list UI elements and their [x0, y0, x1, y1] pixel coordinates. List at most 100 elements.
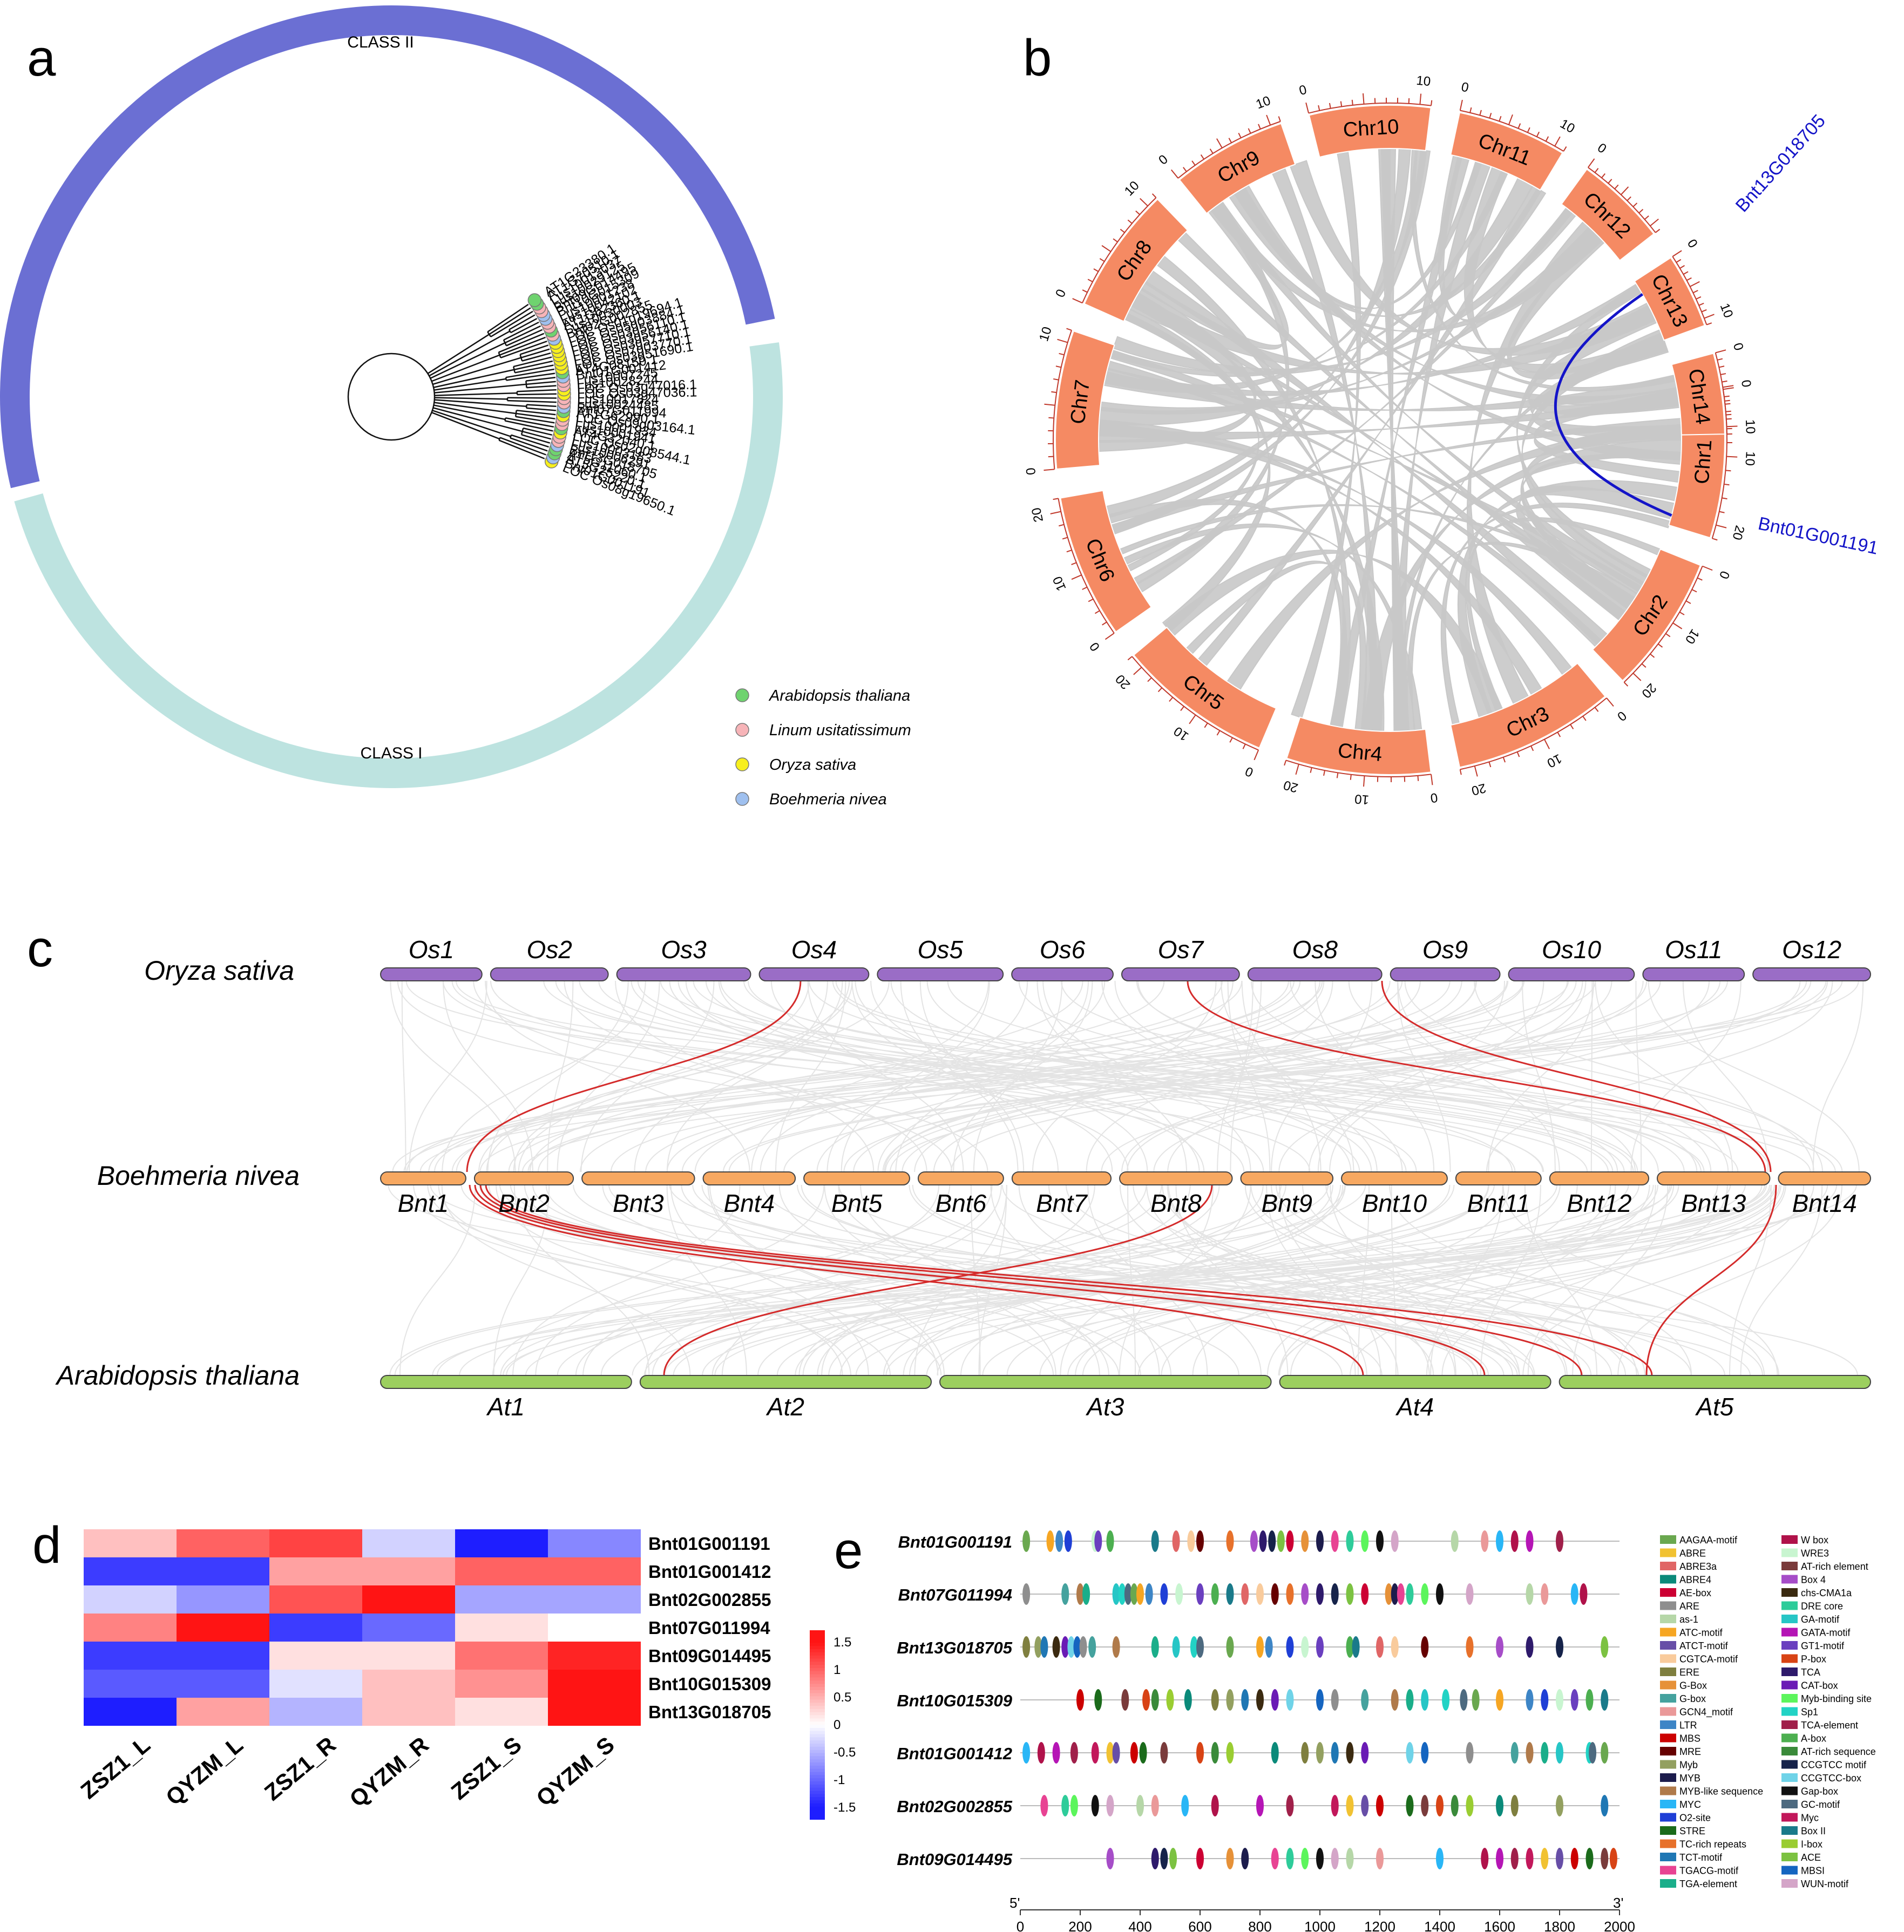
synteny-line — [1330, 1184, 1456, 1376]
at-chromosome-bar — [639, 1375, 932, 1389]
chromosome-tick — [1351, 99, 1353, 105]
bnt-chromosome-label: Bnt2 — [498, 1189, 550, 1217]
motif-mark — [1460, 1689, 1468, 1711]
chromosome-tick — [1242, 743, 1246, 749]
motif-legend-swatch — [1660, 1879, 1676, 1888]
synteny-line — [712, 1184, 1286, 1376]
legend-swatch — [810, 1816, 825, 1820]
chromosome-label: Chr1 — [1691, 439, 1717, 485]
synteny-line — [1114, 980, 1403, 1172]
synteny-line — [1488, 980, 1595, 1172]
tree-branch — [514, 364, 554, 374]
tree-branch — [506, 329, 543, 347]
chromosome-segment — [1450, 112, 1563, 191]
legend-swatch — [810, 1630, 825, 1634]
motif-legend-swatch — [1781, 1588, 1798, 1597]
motif-mark — [1496, 1636, 1503, 1658]
motif-legend-swatch — [1781, 1628, 1798, 1637]
synteny-line — [1290, 980, 1712, 1172]
chromosome-tick — [1594, 168, 1599, 173]
motif-legend-swatch — [1781, 1839, 1798, 1848]
chromosome-tick — [1258, 124, 1261, 130]
chromosome-tick-label: 20 — [1470, 781, 1488, 798]
motif-legend-label: GC-motif — [1801, 1799, 1840, 1810]
synteny-line — [615, 980, 875, 1172]
chromosome-tick — [1183, 167, 1187, 172]
os-chromosome-bar — [1508, 967, 1635, 981]
chromosome-tick — [1318, 105, 1320, 111]
synteny-line — [1119, 1184, 1214, 1376]
synteny-line — [884, 980, 1421, 1172]
motif-mark — [1040, 1795, 1048, 1816]
synteny-line — [1317, 980, 1506, 1172]
chromosome-tick — [1053, 498, 1059, 500]
tree-branch — [498, 333, 545, 353]
at-chromosome-bar — [380, 1375, 632, 1389]
motif-mark — [1466, 1795, 1474, 1816]
bnt-chromosome-bar — [380, 1171, 466, 1185]
motif-mark — [1376, 1530, 1384, 1552]
os-chromosome-bar — [1642, 967, 1745, 981]
motif-mark — [1226, 1530, 1234, 1552]
highlighted-synteny-line — [663, 1184, 1213, 1376]
motif-mark — [1271, 1742, 1279, 1764]
heatmap-cell — [362, 1529, 455, 1557]
chromosome-tick — [1066, 328, 1072, 331]
os-chromosome-label: Os7 — [1158, 936, 1204, 964]
legend-swatch — [810, 1680, 825, 1685]
axis-tick-label: 200 — [1068, 1919, 1092, 1932]
chromosome-tick-axis — [1308, 103, 1432, 114]
bnt-chromosome-label: Bnt8 — [1150, 1189, 1202, 1217]
synteny-line — [709, 1184, 945, 1376]
heatmap-cell — [455, 1614, 548, 1642]
synteny-line — [645, 980, 1451, 1172]
motif-mark — [1331, 1848, 1339, 1869]
panel-c-synteny: c Oryza sativa Boehmeria nivea Arabidops… — [27, 920, 1872, 1421]
motif-mark — [1421, 1636, 1429, 1658]
synteny-line — [401, 980, 406, 1172]
tree-branch — [487, 331, 492, 337]
motif-mark — [1037, 1742, 1045, 1764]
motif-mark — [1601, 1636, 1609, 1658]
tree-branch — [434, 399, 527, 407]
motif-legend-label: O2-site — [1679, 1813, 1711, 1823]
motif-mark — [1526, 1689, 1534, 1711]
legend-tick-label: -1.5 — [834, 1800, 856, 1815]
motif-mark — [1601, 1795, 1609, 1816]
motif-mark — [1331, 1530, 1339, 1552]
heatmap-cell — [177, 1698, 269, 1726]
motif-mark — [1196, 1636, 1204, 1658]
synteny-line — [1121, 980, 1612, 1172]
synteny-line — [557, 980, 660, 1172]
synteny-line — [1137, 1184, 1781, 1376]
motif-mark — [1570, 1848, 1578, 1869]
motif-mark — [1061, 1583, 1069, 1605]
chromosome-tick — [1216, 730, 1221, 736]
motif-mark — [1052, 1742, 1060, 1764]
heatmap-cell — [177, 1642, 269, 1670]
synteny-line — [406, 980, 1295, 1172]
chromosome-tick-label: 0 — [1730, 341, 1746, 352]
tree-branch — [505, 368, 554, 378]
legend-swatch — [810, 1794, 825, 1798]
motif-mark — [1556, 1848, 1563, 1869]
heatmap-cell — [177, 1614, 269, 1642]
motif-mark — [1190, 1636, 1198, 1658]
heatmap-cell — [548, 1557, 641, 1585]
synteny-line — [1250, 980, 1636, 1172]
class-i-label: CLASS I — [360, 744, 422, 762]
synteny-line — [853, 980, 1568, 1172]
tree-branch — [431, 354, 500, 382]
motif-mark — [1541, 1583, 1549, 1605]
os-chromosome-bar — [1390, 967, 1501, 981]
legend-swatch — [810, 1756, 825, 1760]
highlighted-synteny-line — [479, 1184, 1583, 1376]
synteny-line — [485, 980, 750, 1172]
legend-label: Linum usitatissimum — [769, 722, 911, 739]
legend-marker — [735, 757, 749, 771]
motif-legend-label: GT1-motif — [1801, 1640, 1845, 1651]
synteny-line — [1314, 980, 1435, 1172]
chromosome-tick-axis — [1588, 167, 1656, 233]
axis-tick-label: 800 — [1248, 1919, 1271, 1932]
